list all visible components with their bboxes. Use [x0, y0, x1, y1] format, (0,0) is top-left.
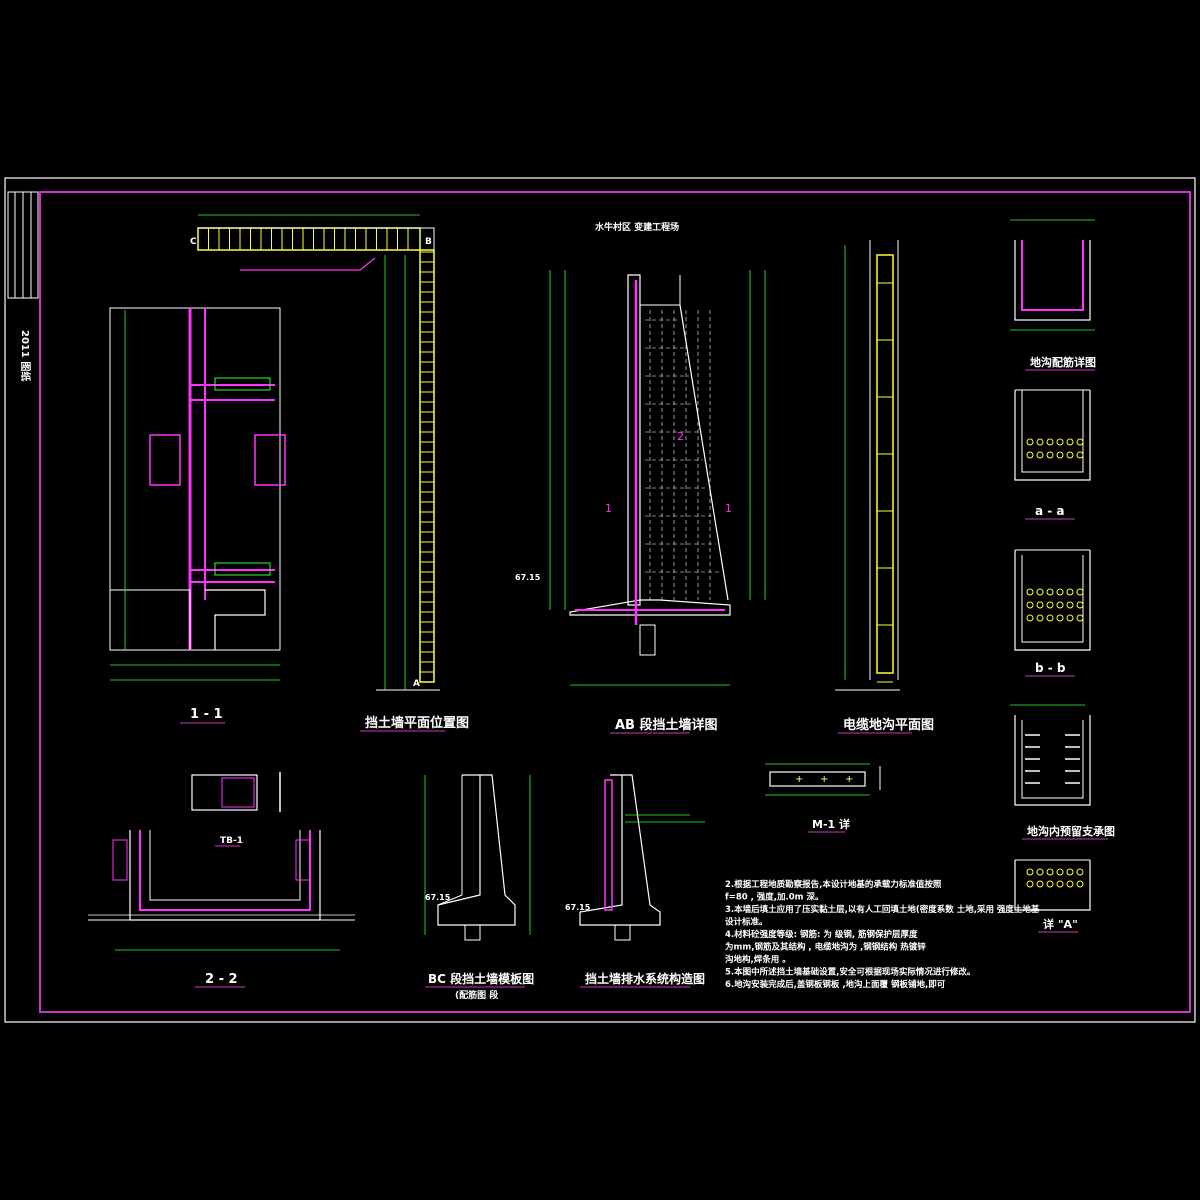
drain-elev: 67.15 [565, 903, 591, 912]
label-bc: BC 段挡土墙模板图 [428, 971, 534, 986]
label-m1: M-1 详 [812, 817, 850, 831]
grid-mark-c: C [190, 237, 197, 247]
label-ab: AB 段挡土墙详图 [615, 717, 718, 733]
section-1-1 [109, 307, 286, 681]
label-tb1: TB-1 [220, 836, 243, 846]
label-bb: b - b [1035, 661, 1066, 675]
ab-hatch [645, 310, 721, 600]
title-strip-text: 2011 图纸 [19, 330, 32, 381]
section-b-b [1014, 549, 1091, 651]
svg-text:+: + [820, 774, 828, 785]
svg-text:+: + [795, 774, 803, 785]
section-2-2 [88, 830, 355, 951]
ab-elev: 67.15 [515, 573, 541, 582]
ab-section-mark-left: 1 [605, 502, 612, 515]
note-line: 6.地沟安装完成后,盖钢板钢板 ,地沟上面覆 钢板铺地,即可 [725, 979, 946, 990]
detail-a-dots [1026, 868, 1084, 888]
ab-detail [549, 270, 766, 686]
label-bc-sub: (配筋图 段 [455, 989, 499, 1001]
inner-border [39, 191, 1191, 1013]
label-2-2: 2 - 2 [205, 972, 238, 987]
note-line: 2.根据工程地质勘察报告,本设计地基的承载力标准值按照 [725, 879, 942, 890]
tb1-detail [191, 772, 281, 812]
bc-template [424, 774, 531, 941]
outer-frame [4, 177, 1196, 1023]
bb-dots [1026, 588, 1084, 622]
support-detail [1010, 704, 1091, 806]
support-bars [1025, 734, 1080, 784]
note-line: 3.本墙后填土应用了压实黏土层,以有人工回填土地(密度系数 土地,采用 强度土地… [725, 904, 1040, 915]
note-line: 为mm,钢筋及其结构 , 电缆地沟为 ,钢钢结构 热镀锌 [725, 942, 926, 953]
detail-a [1014, 859, 1091, 911]
bc-elev: 67.15 [425, 893, 451, 902]
label-drain: 挡土墙排水系统构造图 [585, 971, 705, 986]
label-1-1: 1 - 1 [190, 707, 223, 722]
wall-plan-cells [197, 228, 434, 673]
m1-detail: + + + [765, 763, 881, 796]
ab-header: 水牛村区 变建工程场 [595, 221, 679, 233]
ab-section-mark-right: 1 [725, 502, 732, 515]
title-strip [7, 191, 39, 299]
grid-mark-b: B [425, 237, 432, 247]
note-line: 设计标准。 [725, 917, 768, 928]
note-line: 5.本图中所述挡土墙基础设置,安全可根据现场实际情况进行修改。 [725, 967, 975, 978]
notes: 2.根据工程地质勘察报告,本设计地基的承载力标准值按照 f=80 , 强度,加.… [725, 879, 1040, 990]
wall-plan [197, 214, 440, 691]
aa-dots [1026, 438, 1084, 459]
label-trench-detail: 地沟配筋详图 [1030, 355, 1096, 369]
cable-cells [877, 282, 893, 683]
note-line: 4.材料砼强度等级: 钢筋: 为 级钢, 筋钢保护层厚度 [725, 929, 918, 940]
trench-detail [1010, 219, 1095, 331]
drain-detail [579, 774, 705, 941]
label-plan: 挡土墙平面位置图 [365, 715, 469, 731]
cable-plan [835, 240, 900, 691]
note-line: 沟地构,焊条用 。 [725, 954, 791, 965]
ab-section-mark-2: 2 [677, 430, 684, 443]
svg-text:+: + [845, 774, 853, 785]
grid-mark-a: A [413, 679, 420, 689]
label-support: 地沟内预留支承图 [1027, 824, 1115, 838]
label-cable: 电缆地沟平面图 [843, 717, 934, 733]
section-a-a [1014, 389, 1091, 481]
label-aa: a - a [1035, 504, 1065, 518]
note-line: f=80 , 强度,加.0m 深。 [725, 892, 824, 903]
label-detail-a: 详 "A" [1043, 917, 1078, 931]
